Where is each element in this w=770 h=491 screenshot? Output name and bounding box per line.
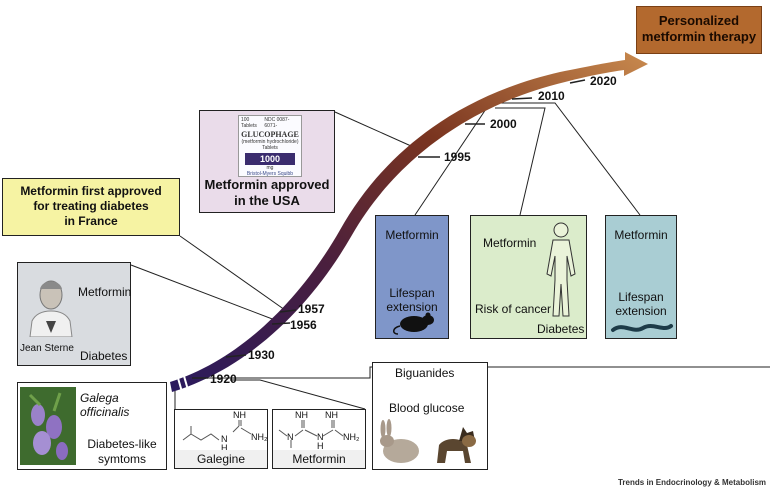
galega-name: Galega officinalis: [80, 391, 130, 419]
year-1920: 1920: [210, 372, 237, 386]
usa-approval-box: 100 Tablets NDC 0087-6071- GLUCOPHAGE (m…: [199, 110, 335, 213]
package-brand: GLUCOPHAGE: [241, 130, 299, 139]
worm-line-2: extension: [615, 304, 667, 318]
connector-1930: [205, 366, 770, 379]
galega-plant-photo: [20, 387, 76, 465]
galega-line-2: symtoms: [98, 452, 146, 466]
timeline-arrow: [170, 52, 648, 392]
connector-lines: [130, 102, 770, 410]
biguanides-box: Biguanides Blood glucose: [372, 362, 488, 470]
connector-france: [179, 235, 286, 311]
galega-line-1: Diabetes-like: [87, 437, 157, 451]
human-body-icon: [546, 222, 576, 317]
rabbit-icon: [380, 419, 419, 463]
usa-caption-2: in the USA: [234, 193, 300, 208]
jean-sterne-portrait: [22, 271, 80, 337]
metformin-n-2: N: [317, 432, 324, 442]
galega-box: Galega officinalis Diabetes-like symtoms: [17, 382, 167, 470]
personalized-therapy-box: Personalized metformin therapy: [636, 6, 762, 54]
cancer-drug: Metformin: [483, 236, 537, 250]
mouse-icon: [393, 312, 434, 335]
sterne-disease: Diabetes: [80, 349, 128, 363]
metformin-structure: [278, 420, 344, 448]
mouse-line-1: Lifespan: [389, 286, 435, 300]
title-line-2: metformin therapy: [641, 29, 757, 44]
worm-lifespan-box: Metformin Lifespan extension: [605, 215, 677, 339]
connector-worm: [500, 102, 641, 216]
france-line-3: in France: [64, 214, 118, 228]
year-1930: 1930: [248, 348, 275, 362]
galegine-label: Galegine: [175, 450, 267, 468]
metformin-structure-label: Metformin: [273, 450, 365, 468]
galegine-n: N: [221, 434, 228, 444]
galegine-structure: [182, 420, 252, 441]
jean-sterne-box: Metformin Jean Sterne Diabetes: [17, 262, 131, 366]
rabbit-dog-photo: [380, 419, 476, 463]
cancer-disease: Diabetes: [537, 322, 585, 336]
sterne-person: Jean Sterne: [20, 343, 74, 354]
worm-line-1: Lifespan: [618, 290, 664, 304]
france-approval-box: Metformin first approved for treating di…: [2, 178, 180, 236]
mouse-drug: Metformin: [385, 228, 439, 242]
package-dose-unit: mg: [266, 165, 274, 171]
year-2020: 2020: [590, 74, 617, 88]
package-band: 1000: [245, 153, 295, 165]
package-manufacturer: Bristol-Myers Squibb: [246, 171, 294, 177]
cancer-effect: Risk of cancer: [475, 302, 552, 316]
connector-cancer: [495, 107, 546, 216]
france-line-2: for treating diabetes: [33, 199, 149, 213]
journal-footer: Trends in Endocrinology & Metabolism: [617, 478, 766, 487]
connector-mouse: [414, 102, 491, 216]
usa-caption-1: Metformin approved: [204, 177, 330, 192]
year-2000: 2000: [490, 117, 517, 131]
metformin-nh-2: NH: [325, 410, 338, 420]
package-dose: 1000: [259, 154, 281, 164]
metformin-nh-1: NH: [295, 410, 308, 420]
metformin-nh2: NH₂: [343, 432, 360, 442]
package-ndc: NDC 0087-6071-: [264, 117, 290, 129]
galegine-nh: NH: [233, 410, 246, 420]
metformin-structure-box: NH NH N N H NH₂ Metformin: [272, 409, 366, 469]
france-line-1: Metformin first approved: [20, 184, 162, 198]
metformin-n-1: N: [287, 432, 294, 442]
dog-icon: [437, 427, 476, 463]
connector-metformin: [259, 379, 366, 410]
mouse-lifespan-box: Metformin Lifespan extension: [375, 215, 449, 339]
biguanides-label: Biguanides: [395, 366, 455, 380]
connector-usa: [334, 111, 421, 151]
package-sub2: Tablets: [262, 145, 278, 151]
year-1995: 1995: [444, 150, 471, 164]
year-1956: 1956: [290, 318, 317, 332]
connector-sterne: [130, 264, 276, 321]
galegine-nh2: NH₂: [251, 432, 268, 442]
year-1957: 1957: [298, 302, 325, 316]
package-sub: (metformin hydrochloride): [241, 139, 299, 145]
cancer-risk-box: Metformin Risk of cancer Diabetes: [470, 215, 587, 339]
galegine-box: NH N H NH₂ Galegine: [174, 409, 268, 469]
mouse-line-2: extension: [386, 300, 438, 314]
title-line-1: Personalized: [658, 13, 740, 28]
year-2010: 2010: [538, 89, 565, 103]
glucophage-package: 100 Tablets NDC 0087-6071- GLUCOPHAGE (m…: [238, 115, 302, 177]
sterne-drug: Metformin: [78, 285, 132, 299]
package-count: 100 Tablets: [241, 117, 257, 129]
galegine-h: H: [221, 443, 228, 453]
worm-drug: Metformin: [614, 228, 668, 242]
worm-icon: [611, 324, 673, 332]
blood-glucose-label: Blood glucose: [389, 401, 465, 415]
metformin-h: H: [317, 441, 324, 451]
